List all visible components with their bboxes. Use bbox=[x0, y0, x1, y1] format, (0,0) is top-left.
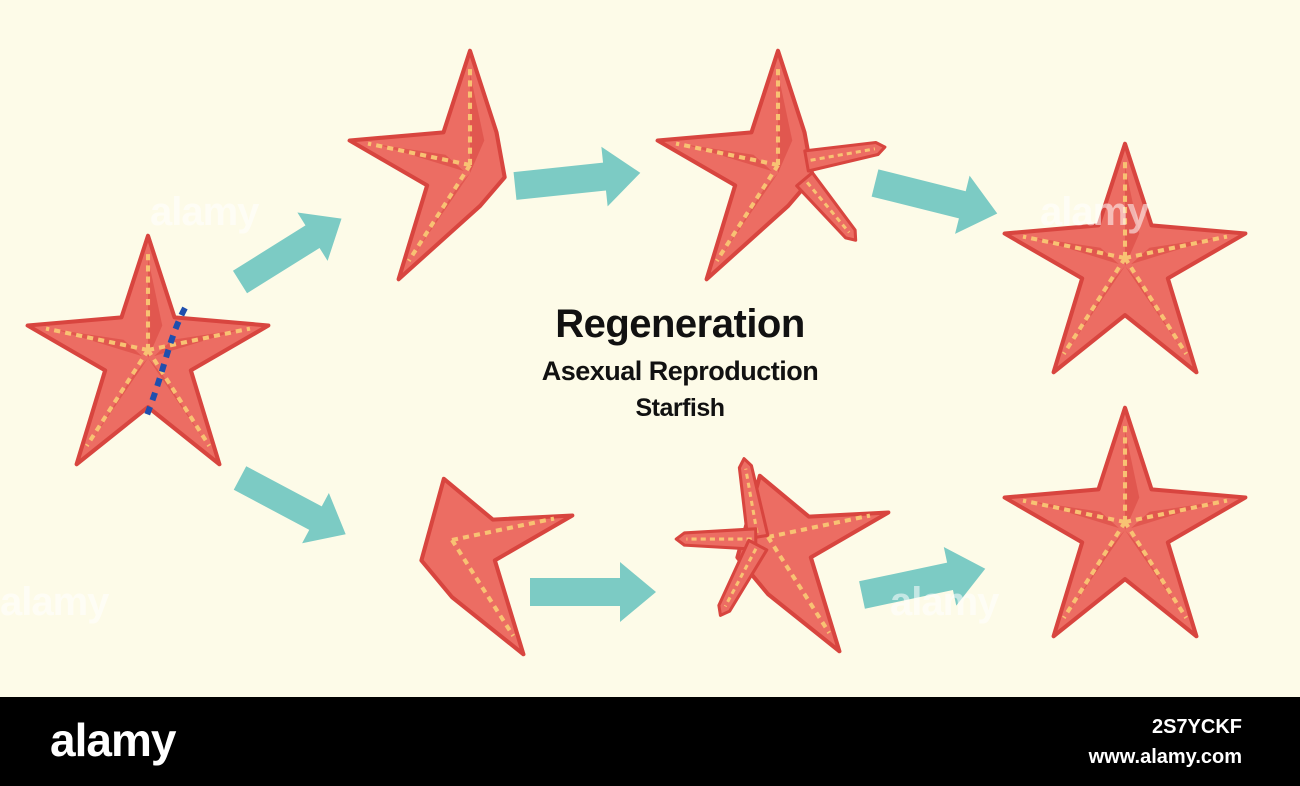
starfish-bottom-regenerated bbox=[1005, 408, 1246, 636]
regeneration-diagram bbox=[0, 0, 1300, 697]
cut-line bbox=[142, 306, 188, 422]
watermark-overlay: alamy bbox=[150, 190, 259, 234]
image-url: www.alamy.com bbox=[1088, 746, 1242, 768]
image-id: 2S7YCKF bbox=[1151, 716, 1242, 738]
starfish-bottom-regrowing bbox=[674, 455, 888, 651]
diagram-subject: Starfish bbox=[635, 394, 725, 422]
brand-logo: alamy bbox=[50, 714, 176, 766]
arrow-to-bottom-piece bbox=[226, 452, 360, 560]
watermark-bar: alamy 2S7YCKF www.alamy.com bbox=[0, 697, 1300, 786]
starfish-top-regrowing bbox=[658, 51, 889, 279]
watermark-overlay: alamy bbox=[890, 580, 999, 624]
watermark-overlay: alamy bbox=[0, 580, 109, 624]
caption-block: Regeneration Asexual Reproduction Starfi… bbox=[480, 300, 880, 424]
arrow-to-top-regenerated bbox=[867, 153, 1005, 243]
starfish-bottom-piece bbox=[421, 479, 572, 654]
diagram-subtitle: Asexual Reproduction bbox=[541, 356, 819, 386]
arrow-to-top-regrowing bbox=[511, 142, 644, 216]
arrow-to-bottom-regrowing bbox=[530, 562, 656, 622]
diagram-title: Regeneration bbox=[555, 302, 805, 346]
watermark-overlay: alamy bbox=[1040, 190, 1149, 234]
starfish-original bbox=[28, 236, 269, 464]
starfish-top-piece bbox=[350, 51, 505, 279]
starfish-top-regenerated bbox=[1005, 144, 1246, 372]
